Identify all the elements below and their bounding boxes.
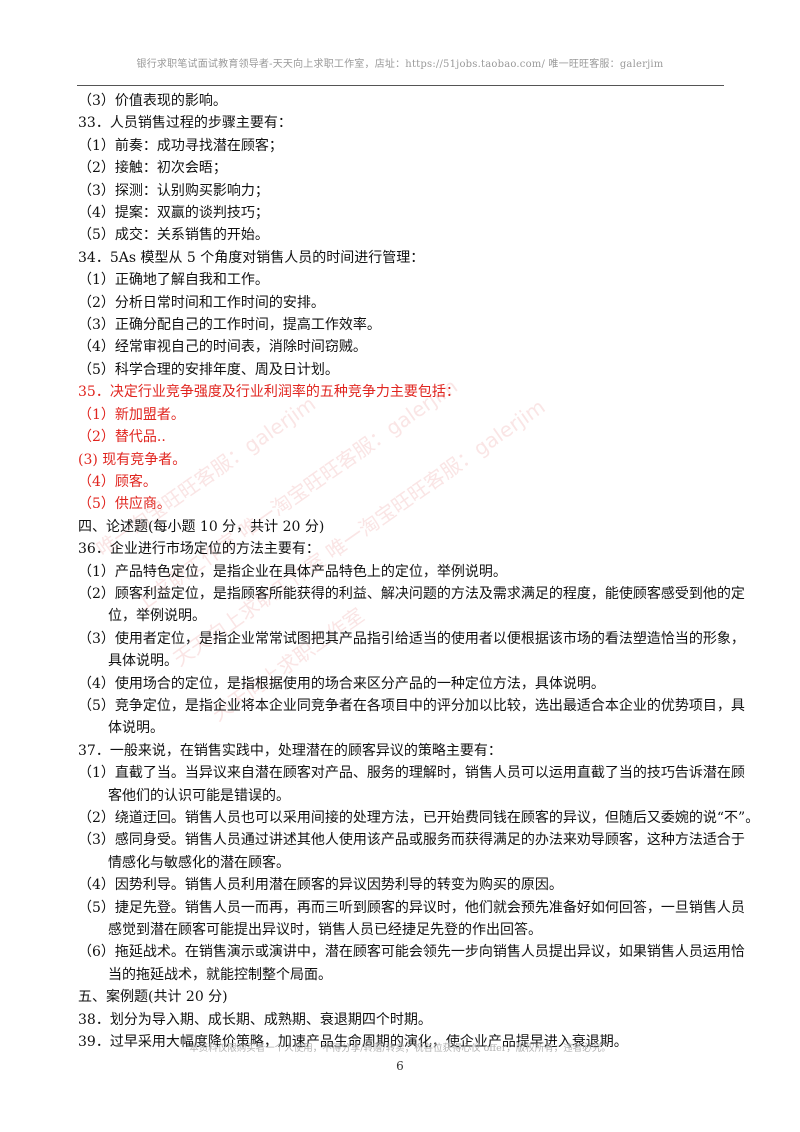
text-line: （3）探测：认别购买影响力； <box>78 182 269 199</box>
page-number: 6 <box>396 1059 404 1073</box>
text-line: 34．5As 模型从 5 个角度对销售人员的时间进行管理： <box>78 249 425 266</box>
text-line: 四、论述题(每小题 10 分，共计 20 分) <box>78 518 325 535</box>
text-line: （1）正确地了解自我和工作。 <box>78 272 269 289</box>
page-header: 银行求职笔试面试教育领导者-天天向上求职工作室，店址：https://51job… <box>136 59 664 70</box>
text-line: （4）使用场合的定位，是指根据使用的场合来区分产品的一种定位方法，具体说明。 <box>78 675 605 692</box>
text-line-continuation: 具体说明。 <box>108 653 178 670</box>
text-line: （4）顾客。 <box>78 473 157 490</box>
text-line-continuation: 体说明。 <box>108 720 164 737</box>
text-line: （3）使用者定位，是指企业常常试图把其产品指引给适当的使用者以便根据该市场的看法… <box>78 630 745 647</box>
text-line: （5）供应商。 <box>78 496 171 513</box>
text-line: （3）正确分配自己的工作时间，提高工作效率。 <box>78 317 381 334</box>
text-line: （4）经常审视自己的时间表，消除时间窃贼。 <box>78 339 367 356</box>
text-line: 38．划分为导入期、成长期、成熟期、衰退期四个时期。 <box>78 1011 432 1028</box>
text-line: （5）捷足先登。销售人员一而再，再而三听到顾客的异议时，他们就会预先准备好如何回… <box>78 899 745 916</box>
text-line: （2）顾客利益定位，是指顾客所能获得的利益、解决问题的方法及需求满足的程度，能使… <box>78 585 745 602</box>
text-line: （4）因势利导。销售人员利用潜在顾客的异议因势利导的转变为购买的原因。 <box>78 877 563 894</box>
text-line: 35．决定行业竞争强度及行业利润率的五种竞争力主要包括： <box>78 384 460 401</box>
text-line: （2）分析日常时间和工作时间的安排。 <box>78 294 325 311</box>
text-line-continuation: 当的拖延战术，就能控制整个局面。 <box>108 966 332 983</box>
text-line: （6）拖延战术。在销售演示或演讲中，潜在顾客可能会领先一步向销售人员提出异议，如… <box>78 944 745 961</box>
text-line: （5）科学合理的安排年度、周及日计划。 <box>78 361 339 378</box>
text-line: （1）产品特色定位，是指企业在具体产品特色上的定位，举例说明。 <box>78 563 507 580</box>
text-line: （2）接触：初次会晤； <box>78 160 227 177</box>
text-line: （1）新加盟者。 <box>78 406 185 423</box>
text-line-continuation: 情感化与敏感化的潜在顾客。 <box>108 854 290 871</box>
header-rule <box>77 85 724 86</box>
page-footer: 本资料仅限购买者一个人使用，不得分享/转赠/转卖；祝各位获得心仪 offer，版… <box>189 1043 611 1054</box>
text-line: （1）直截了当。当异议来自潜在顾客对产品、服务的理解时，销售人员可以运用直截了当… <box>78 765 745 782</box>
text-line: （5）成交：关系销售的开始。 <box>78 227 269 244</box>
text-line: （1）前奏：成功寻找潜在顾客； <box>78 137 283 154</box>
text-line: 五、案例题(共计 20 分) <box>78 989 228 1006</box>
text-line: 39．过早采用大幅度降价策略，加速产品生命周期的演化，使企业产品提早进入衰退期。 <box>78 1034 628 1051</box>
text-line: (3) 现有竞争者。 <box>78 451 187 468</box>
text-line: 36．企业进行市场定位的方法主要有： <box>78 541 320 558</box>
text-line: （2）替代品.. <box>78 429 166 446</box>
text-line-continuation: 感觉到潜在顾客可能提出异议时，销售人员已经捷足先登的作出回答。 <box>108 922 542 939</box>
text-line: （3）感同身受。销售人员通过讲述其他人使用该产品或服务而获得满足的办法来劝导顾客… <box>78 832 745 849</box>
text-line: （5）竞争定位，是指企业将本企业同竞争者在各项目中的评分加以比较，选出最适合本企… <box>78 697 745 714</box>
text-line-continuation: 客他们的认识可能是错误的。 <box>108 787 290 804</box>
text-line: （4）提案：双赢的谈判技巧； <box>78 205 269 222</box>
text-line: 33．人员销售过程的步骤主要有： <box>78 115 292 132</box>
text-line: 37．一般来说，在销售实践中，处理潜在的顾客异议的策略主要有： <box>78 742 502 759</box>
text-line: （2）绕道迂回。销售人员也可以采用间接的处理方法，已开始费同钱在顾客的异议，但随… <box>78 810 760 826</box>
document-body: （3）价值表现的影响。 33．人员销售过程的步骤主要有： （1）前奏：成功寻找潜在顾… <box>78 90 760 1053</box>
text-line: （3）价值表现的影响。 <box>78 93 227 109</box>
text-line-continuation: 位，举例说明。 <box>108 608 206 625</box>
